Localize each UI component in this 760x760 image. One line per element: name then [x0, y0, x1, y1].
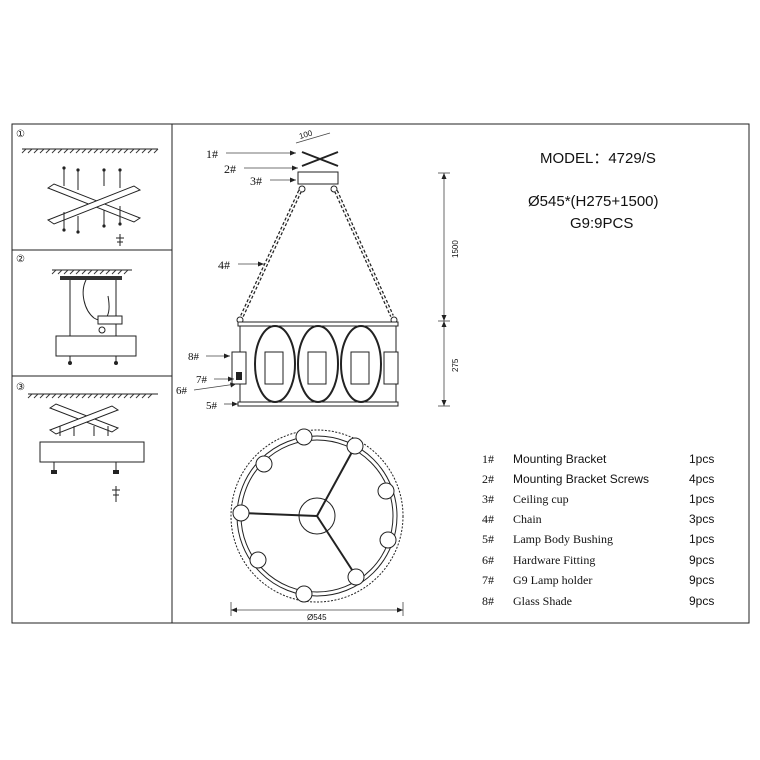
part-name: Chain — [513, 512, 542, 526]
part-number: 7# — [482, 573, 494, 587]
part-name: Hardware Fitting — [513, 553, 595, 567]
parts-list-row: 2# Mounting Bracket Screws 4pcs — [482, 472, 714, 486]
parts-list-row: 8# Glass Shade 9pcs — [482, 594, 714, 608]
sheet-border — [11, 123, 750, 624]
bracket-width-dimension: 100 — [295, 128, 331, 144]
part-qty: 4pcs — [689, 472, 714, 486]
callout-5: 5# — [206, 400, 238, 412]
step-2-panel: ② — [16, 254, 137, 365]
height-dimensions: 1500 275 — [438, 172, 460, 407]
plan-arms — [240, 451, 357, 577]
ceiling-cup-icon — [39, 441, 145, 474]
part-name: Ceiling cup — [513, 492, 569, 506]
ceiling-cup — [297, 171, 339, 185]
part-name: Lamp Body Bushing — [513, 532, 613, 546]
diameter-label: Ø545 — [307, 613, 327, 622]
callout-6: 6# — [176, 382, 237, 397]
mounting-bracket — [301, 151, 339, 167]
parts-list-row: 7# G9 Lamp holder 9pcs — [482, 573, 714, 587]
callout-2-label: 2# — [224, 162, 236, 176]
ceiling-hatch-icon — [21, 148, 159, 154]
callout-7-label: 7# — [196, 374, 208, 386]
callout-4: 4# — [218, 258, 264, 272]
callout-8: 8# — [188, 351, 230, 363]
callout-6-label: 6# — [176, 385, 188, 397]
part-number: 6# — [482, 553, 494, 567]
part-number: 1# — [482, 452, 494, 466]
callout-3-label: 3# — [250, 174, 262, 188]
part-name: Mounting Bracket — [513, 452, 607, 466]
parts-list-row: 1# Mounting Bracket 1pcs — [482, 452, 714, 466]
part-name: Glass Shade — [513, 594, 572, 608]
ceiling-hatch-icon — [51, 269, 132, 275]
bracket-width-label: 100 — [298, 128, 314, 140]
part-number: 2# — [482, 472, 494, 486]
step-2-number: ② — [16, 254, 25, 265]
part-number: 8# — [482, 594, 494, 608]
overall-dimensions: Ø545*(H275+1500) — [528, 193, 659, 210]
plan-lamp-positions — [232, 428, 397, 603]
callout-7: 7# — [196, 374, 234, 386]
elevation-drawing: 100 — [176, 128, 460, 412]
part-number: 4# — [482, 512, 494, 526]
part-qty: 1pcs — [689, 492, 714, 506]
callout-5-label: 5# — [206, 400, 218, 412]
screwdriver-icon — [116, 234, 124, 246]
callout-2: 2# — [224, 162, 298, 176]
chain-height-label: 1500 — [451, 240, 460, 258]
callout-1-label: 1# — [206, 147, 218, 161]
callout-1: 1# — [206, 147, 296, 161]
cross-bracket-icon — [46, 166, 142, 234]
parts-list-row: 6# Hardware Fitting 9pcs — [482, 553, 714, 567]
callout-4-label: 4# — [218, 258, 230, 272]
wiring-assembly-icon — [55, 276, 137, 365]
part-number: 5# — [482, 532, 494, 546]
part-qty: 1pcs — [689, 452, 714, 466]
part-qty: 9pcs — [689, 594, 714, 608]
model-title: MODEL：4729/S — [540, 150, 656, 167]
callout-3: 3# — [250, 174, 296, 188]
lamp-body-frame — [237, 321, 399, 407]
parts-list-row: 5# Lamp Body Bushing 1pcs — [482, 532, 714, 546]
parts-list: 1# Mounting Bracket 1pcs 2# Mounting Bra… — [482, 452, 714, 608]
step-1-number: ① — [16, 129, 25, 140]
step-3-panel: ③ — [16, 382, 158, 502]
part-qty: 3pcs — [689, 512, 714, 526]
part-qty: 9pcs — [689, 573, 714, 587]
parts-list-row: 3# Ceiling cup 1pcs — [482, 492, 714, 506]
parts-list-row: 4# Chain 3pcs — [482, 512, 714, 526]
glass-shades — [231, 351, 399, 385]
part-qty: 1pcs — [689, 532, 714, 546]
screwdriver-icon — [112, 486, 120, 502]
callout-8-label: 8# — [188, 351, 200, 363]
part-qty: 9pcs — [689, 553, 714, 567]
step-3-number: ③ — [16, 382, 25, 393]
ceiling-hatch-icon — [27, 393, 158, 399]
diameter-dimension: Ø545 — [230, 602, 404, 622]
body-height-label: 275 — [451, 358, 460, 372]
title-block: MODEL：4729/S Ø545*(H275+1500) G9:9PCS — [528, 150, 659, 232]
cross-bracket-icon — [48, 403, 120, 436]
plan-view-drawing: Ø545 — [230, 428, 404, 622]
part-name: G9 Lamp holder — [513, 573, 592, 587]
part-name: Mounting Bracket Screws — [513, 472, 649, 486]
chain — [240, 190, 394, 317]
part-number: 3# — [482, 492, 494, 506]
step-1-panel: ① — [16, 129, 159, 246]
bulb-spec: G9:9PCS — [570, 215, 633, 232]
